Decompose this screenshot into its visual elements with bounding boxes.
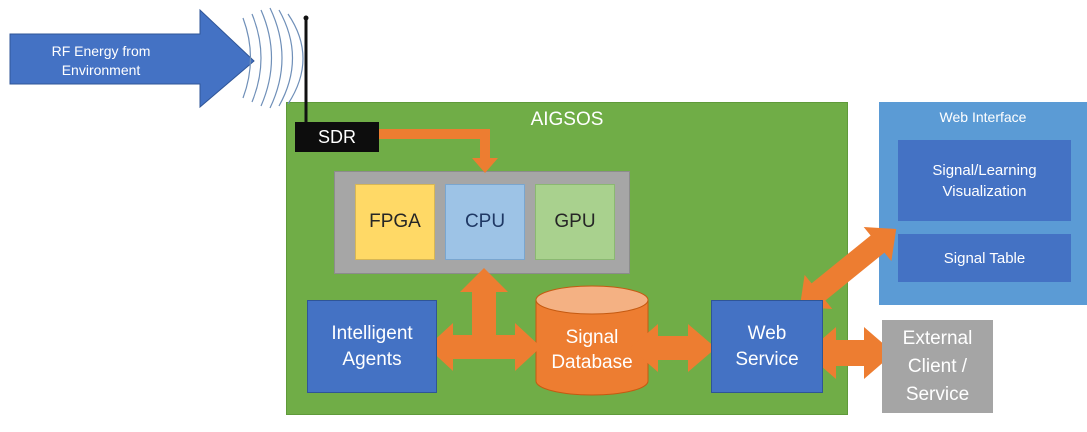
agents-cpu-database-arrow (427, 268, 541, 371)
intelligent-agents-box: Intelligent Agents (307, 300, 437, 393)
radio-waves-icon (242, 7, 304, 109)
fpga-box: FPGA (355, 184, 435, 260)
gpu-box: GPU (535, 184, 615, 260)
web-service-box: Web Service (711, 300, 823, 393)
sdr-to-cpu-arrow (379, 129, 490, 160)
cpu-box: CPU (445, 184, 525, 260)
webservice-webinterface-arrow (799, 226, 897, 310)
web-interface-title: Web Interface (939, 109, 1027, 125)
signal-database-cylinder (535, 285, 649, 396)
sdr-box: SDR (295, 122, 379, 152)
aigsos-title: AIGSOS (530, 109, 604, 130)
signal-visualization-box: Signal/Learning Visualization (897, 139, 1072, 222)
rf-input-arrow (9, 8, 255, 109)
signal-database-label: Signal Database (551, 327, 633, 373)
signal-table-box: Signal Table (897, 233, 1072, 283)
webservice-external-arrow (806, 327, 894, 379)
antenna-icon (303, 15, 309, 123)
external-client-box: External Client / Service (882, 320, 993, 413)
rf-energy-label: RF Energy from Environment (51, 43, 151, 78)
database-webservice-arrow (630, 324, 716, 372)
